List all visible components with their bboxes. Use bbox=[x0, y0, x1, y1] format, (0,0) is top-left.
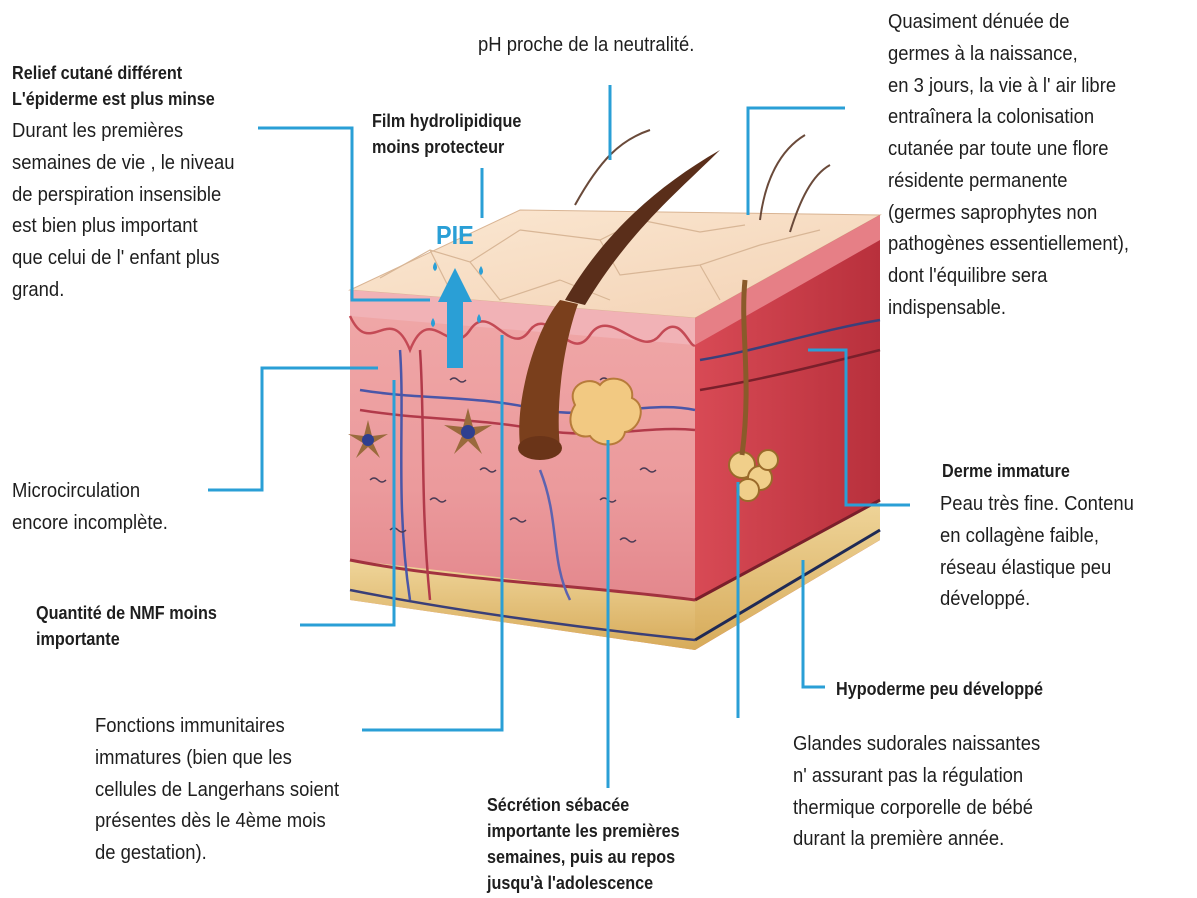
relief-line: Durant les premières bbox=[12, 115, 235, 147]
derme-description: Peau très fine. Contenu en collagène fai… bbox=[940, 488, 1134, 615]
relief-line: de perspiration insensible bbox=[12, 179, 235, 211]
derme-line: développé. bbox=[940, 583, 1134, 615]
film-line1: Film hydrolipidique bbox=[372, 108, 521, 134]
germes-line: cutanée par toute une flore bbox=[888, 133, 1129, 165]
sebacee-line: Sécrétion sébacée bbox=[487, 792, 680, 818]
relief-description: Durant les premières semaines de vie , l… bbox=[12, 115, 235, 306]
germes-line: dont l'équilibre sera bbox=[888, 260, 1129, 292]
relief-line: que celui de l' enfant plus bbox=[12, 242, 235, 274]
glandes-description: Glandes sudorales naissantes n' assurant… bbox=[793, 728, 1040, 855]
germes-line: (germes saprophytes non bbox=[888, 197, 1129, 229]
relief-line: grand. bbox=[12, 274, 235, 306]
nmf-line2: importante bbox=[36, 626, 217, 652]
nmf-label: Quantité de NMF moins importante bbox=[36, 600, 217, 652]
sebacee-line: importante les premières bbox=[487, 818, 680, 844]
micro-line2: encore incomplète. bbox=[12, 507, 168, 539]
immun-line: Fonctions immunitaires bbox=[95, 710, 339, 742]
derme-line: réseau élastique peu bbox=[940, 552, 1134, 584]
germes-line: résidente permanente bbox=[888, 165, 1129, 197]
immun-line: présentes dès le 4ème mois bbox=[95, 805, 339, 837]
immun-description: Fonctions immunitaires immatures (bien q… bbox=[95, 710, 339, 869]
glandes-line: durant la première année. bbox=[793, 823, 1040, 855]
sebacee-description: Sécrétion sébacée importante les premièr… bbox=[487, 792, 680, 896]
sebacee-line: jusqu'à l'adolescence bbox=[487, 870, 680, 896]
microcirculation-label: Microcirculation encore incomplète. bbox=[12, 475, 168, 539]
germes-line: indispensable. bbox=[888, 292, 1129, 324]
immun-line: cellules de Langerhans soient bbox=[95, 774, 339, 806]
relief-title-line1: Relief cutané différent bbox=[12, 60, 182, 86]
micro-line1: Microcirculation bbox=[12, 475, 168, 507]
immun-line: immatures (bien que les bbox=[95, 742, 339, 774]
nmf-line1: Quantité de NMF moins bbox=[36, 600, 217, 626]
germes-line: Quasiment dénuée de bbox=[888, 6, 1129, 38]
immun-line: de gestation). bbox=[95, 837, 339, 869]
germes-line: entraînera la colonisation bbox=[888, 101, 1129, 133]
film-line2: moins protecteur bbox=[372, 134, 521, 160]
germes-description: Quasiment dénuée de germes à la naissanc… bbox=[888, 6, 1129, 324]
film-label: Film hydrolipidique moins protecteur bbox=[372, 108, 521, 160]
glandes-line: thermique corporelle de bébé bbox=[793, 792, 1040, 824]
germes-line: germes à la naissance, bbox=[888, 38, 1129, 70]
germes-line: en 3 jours, la vie à l' air libre bbox=[888, 70, 1129, 102]
hypoderme-label: Hypoderme peu développé bbox=[836, 676, 1043, 702]
relief-line: semaines de vie , le niveau bbox=[12, 147, 235, 179]
pie-label: PIE bbox=[436, 222, 474, 248]
derme-title: Derme immature bbox=[942, 458, 1070, 484]
relief-title-line2: L'épiderme est plus minse bbox=[12, 86, 215, 112]
sebacee-line: semaines, puis au repos bbox=[487, 844, 680, 870]
glandes-line: n' assurant pas la régulation bbox=[793, 760, 1040, 792]
relief-line: est bien plus important bbox=[12, 210, 235, 242]
germes-line: pathogènes essentiellement), bbox=[888, 228, 1129, 260]
ph-label: pH proche de la neutralité. bbox=[478, 29, 694, 61]
derme-line: Peau très fine. Contenu bbox=[940, 488, 1134, 520]
derme-line: en collagène faible, bbox=[940, 520, 1134, 552]
glandes-line: Glandes sudorales naissantes bbox=[793, 728, 1040, 760]
